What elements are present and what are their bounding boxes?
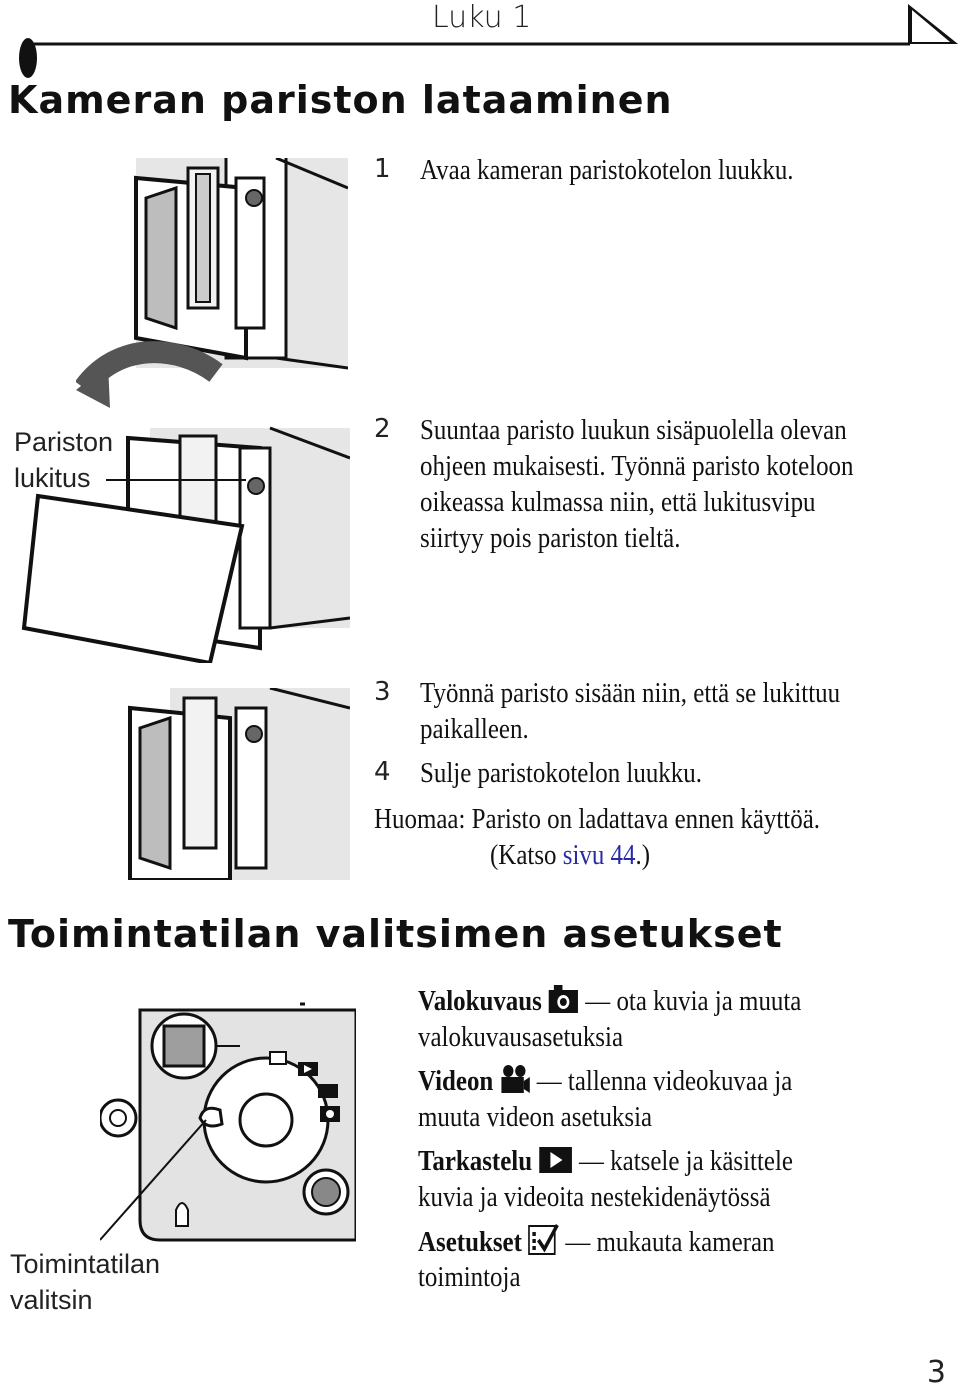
mode-setup-dash: — <box>565 1226 591 1258</box>
step-text-4: Sulje paristokotelon luukku. <box>420 755 702 791</box>
camera-icon <box>548 985 579 1013</box>
callout-mode-dial: Toimintatilan valitsin <box>10 1246 160 1318</box>
step-number-3: 3 <box>374 677 391 707</box>
step-text-1: Avaa kameran paristokotelon luukku. <box>420 152 794 188</box>
mode-still-line1: Valokuvaus — ota kuvia ja muuta <box>418 983 801 1019</box>
illustration-insert-battery <box>21 426 350 663</box>
note-line-1: Huomaa: Paristo on ladattava ennen käytt… <box>374 803 821 835</box>
mode-review-line2: kuvia ja videoita nestekidenäytössä <box>418 1181 771 1213</box>
step-1-line-1: Avaa kameran paristokotelon luukku. <box>420 154 794 186</box>
mode-still-desc: ota kuvia ja muuta <box>616 985 802 1017</box>
mode-setup-line1: Asetukset — mukauta kameran <box>418 1223 774 1260</box>
illustration-battery-locked <box>128 688 350 880</box>
callout-mode-dial-line1: Toimintatilan <box>10 1249 161 1279</box>
callout-battery-lock: Pariston lukitus <box>14 424 113 496</box>
mode-still-name: Valokuvaus <box>418 985 542 1017</box>
mode-review-dash: — <box>578 1145 604 1177</box>
checklist-icon <box>528 1223 559 1255</box>
mode-review-name: Tarkastelu <box>418 1145 533 1177</box>
step-2-line-4: siirtyy pois pariston tieltä. <box>420 522 681 554</box>
step-3-line-2: paikalleen. <box>420 713 529 745</box>
note-line-2: (Katso sivu 44.) <box>490 837 650 873</box>
mode-setup-name: Asetukset <box>418 1226 522 1258</box>
section-title-battery: Kameran pariston lataaminen <box>8 78 673 122</box>
mode-video-line2: muuta videon asetuksia <box>418 1101 653 1133</box>
header-rule <box>19 4 958 78</box>
step-2-line-2: ohjeen mukaisesti. Työnnä paristo kotelo… <box>420 450 854 482</box>
step-number-4: 4 <box>374 757 391 787</box>
mode-video-desc: tallenna videokuvaa ja <box>567 1065 793 1097</box>
callout-mode-dial-line2: valitsin <box>10 1285 93 1315</box>
illustration-open-door <box>76 158 348 408</box>
mode-setup-desc: mukauta kameran <box>596 1226 775 1258</box>
illustration-mode-dial <box>100 1002 356 1242</box>
step-2-line-3: oikeassa kulmassa niin, että lukitusvipu <box>420 486 816 518</box>
section-title-mode-dial: Toimintatilan valitsimen asetukset <box>8 912 783 956</box>
mode-review-desc: katsele ja käsittele <box>610 1145 793 1177</box>
mode-still-dash: — <box>585 985 611 1017</box>
step-2-line-1: Suuntaa paristo luukun sisäpuolella olev… <box>420 414 847 446</box>
note-pre: (Katso <box>490 839 563 871</box>
step-4-line-1: Sulje paristokotelon luukku. <box>420 757 702 789</box>
step-number-1: 1 <box>374 154 391 184</box>
chapter-label: Luku 1 <box>432 0 532 35</box>
note-post: .) <box>635 839 651 871</box>
play-icon <box>539 1147 572 1173</box>
mode-video-name: Videon <box>418 1065 494 1097</box>
page-number: 3 <box>926 1355 946 1390</box>
mode-still-line2: valokuvausasetuksia <box>418 1021 624 1053</box>
mode-video-dash: — <box>536 1065 562 1097</box>
callout-battery-lock-line1: Pariston <box>14 427 114 457</box>
step-text-3: Työnnä paristo sisään niin, että se luki… <box>420 675 840 747</box>
step-number-2: 2 <box>374 414 391 444</box>
step-text-2: Suuntaa paristo luukun sisäpuolella olev… <box>420 412 853 556</box>
callout-battery-lock-line2: lukitus <box>14 463 91 493</box>
page-link-44[interactable]: sivu 44 <box>562 839 636 871</box>
step-3-line-1: Työnnä paristo sisään niin, että se luki… <box>420 677 841 709</box>
video-camera-icon <box>501 1065 530 1093</box>
mode-review-line1: Tarkastelu — katsele ja käsittele <box>418 1143 793 1179</box>
mode-setup-line2: toimintoja <box>418 1261 521 1293</box>
mode-video-line1: Videon — tallenna videokuvaa ja <box>418 1063 792 1099</box>
